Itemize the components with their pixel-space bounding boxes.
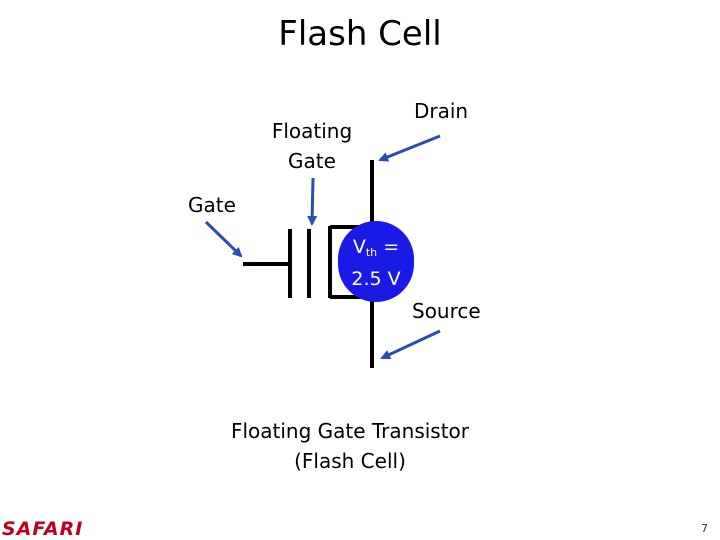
drain-label: Drain xyxy=(414,99,469,123)
caption-line2: (Flash Cell) xyxy=(294,449,406,473)
threshold-voltage-label: Vth = 2.5 V xyxy=(338,234,414,292)
floating-gate-label-line1: Floating xyxy=(271,119,353,143)
gate-arrow xyxy=(204,220,243,258)
threshold-eq: = xyxy=(377,236,400,258)
source-arrow xyxy=(380,329,441,360)
floating-gate-label: Floating Gate xyxy=(262,116,362,176)
floating-gate-label-line2: Gate xyxy=(288,149,336,173)
floating-gate-arrow xyxy=(307,177,318,226)
safari-logo: SAFARI xyxy=(2,518,84,540)
threshold-v: V xyxy=(352,236,366,258)
threshold-sub: th xyxy=(365,246,378,259)
caption-line1: Floating Gate Transistor xyxy=(230,419,470,443)
gate-label: Gate xyxy=(188,193,236,217)
drain-arrow xyxy=(378,134,441,162)
diagram-caption: Floating Gate Transistor (Flash Cell) xyxy=(200,416,500,476)
page-title: Flash Cell xyxy=(278,14,442,54)
page-number: 7 xyxy=(701,522,708,535)
source-label: Source xyxy=(412,299,481,323)
threshold-blob xyxy=(338,221,414,302)
threshold-value: 2.5 V xyxy=(351,268,401,290)
